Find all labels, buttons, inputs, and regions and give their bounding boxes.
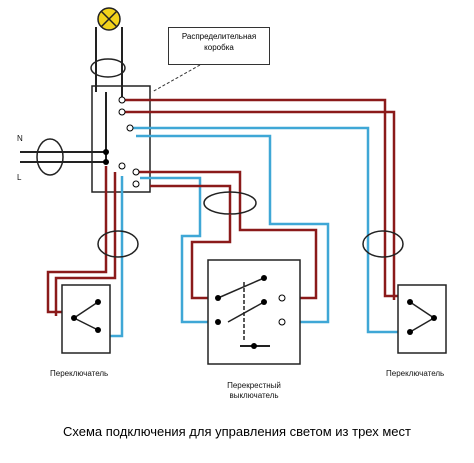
cross-switch-label-line1: Перекрестный <box>227 381 281 390</box>
cross-switch-label: Перекрестный выключатель <box>212 381 296 401</box>
diagram-caption: Схема подключения для управления светом … <box>63 424 411 439</box>
two-way-switch-icon-right <box>397 284 447 354</box>
junction-box-callout: Распределительная коробка <box>168 27 270 65</box>
cable-bundle-right <box>362 230 404 258</box>
cross-switch-icon <box>207 259 301 365</box>
two-way-switch-icon-left <box>61 284 111 354</box>
switch-right-label: Переключатель <box>386 369 445 378</box>
switch-left-label: Переключатель <box>50 369 109 378</box>
terminal-n-label: N <box>17 134 23 143</box>
cable-bundle-left <box>97 230 139 258</box>
terminal-l-label: L <box>17 173 22 182</box>
cable-bundle-supply <box>36 138 64 176</box>
junction-box-label: Распределительная коробка <box>181 32 257 52</box>
cable-bundle-lamp <box>90 58 126 78</box>
lamp-icon <box>95 7 123 48</box>
junction-terminals <box>103 96 140 188</box>
cross-switch-label-line2: выключатель <box>229 391 279 400</box>
